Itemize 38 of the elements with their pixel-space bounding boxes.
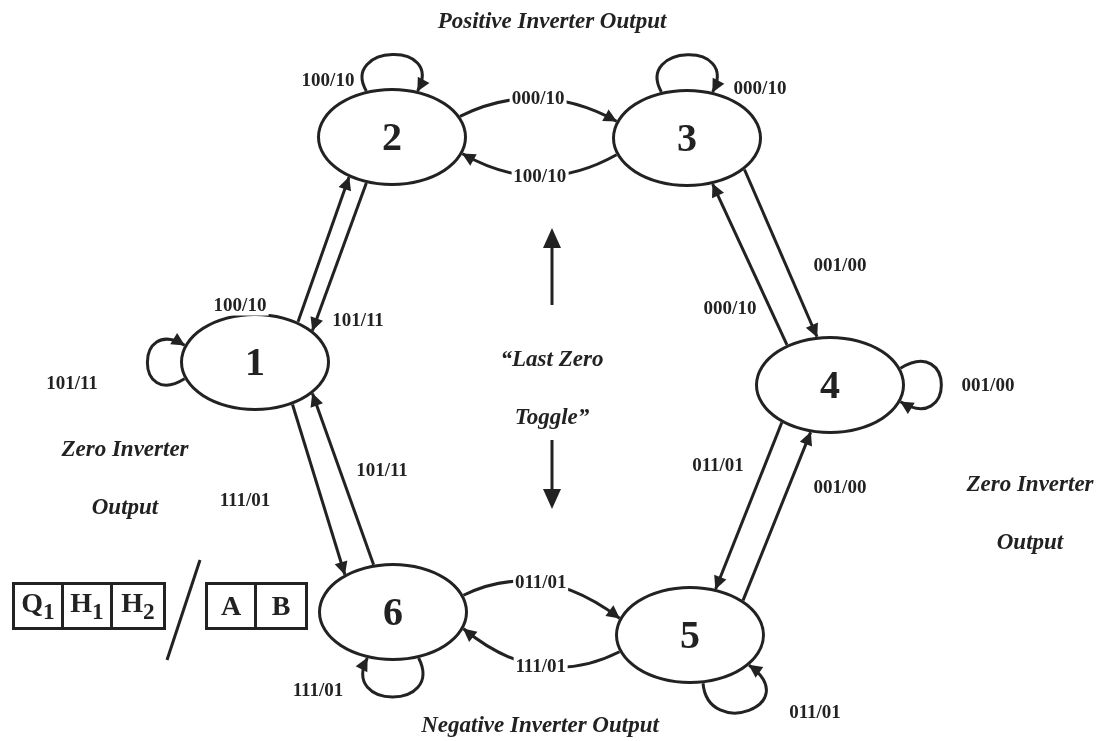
region-note: Positive Inverter Output (436, 7, 668, 35)
state-number: 4 (820, 365, 840, 405)
bit-field-cell (110, 582, 166, 630)
arrow (291, 404, 348, 575)
arrow (310, 182, 368, 331)
bit-name: H$_{2}$ (121, 589, 155, 623)
state-number: 2 (382, 117, 402, 157)
region-note: Negative Inverter Output (420, 711, 661, 739)
bit-field-cell (254, 582, 308, 630)
arrow (296, 176, 352, 323)
state-ellipse (318, 563, 468, 661)
bit-field-cell (12, 582, 64, 630)
bit-field-cell (205, 582, 257, 630)
state-number: 5 (680, 615, 700, 655)
state-ellipse (615, 586, 765, 684)
bit-name: B (271, 592, 291, 620)
state-ellipse (755, 336, 905, 434)
bit-name: Q$_{1}$ (21, 589, 55, 623)
bit-field-cell (61, 582, 113, 630)
arrow (310, 393, 375, 566)
region-note: Zero Inverter Output (965, 470, 1095, 556)
state-number: 6 (383, 592, 403, 632)
bit-name: A (220, 592, 242, 620)
arrow (741, 431, 812, 601)
arrow (360, 53, 429, 92)
state-number: 1 (245, 342, 265, 382)
state-number: 3 (677, 118, 697, 158)
arrow (356, 657, 425, 699)
region-note: Zero Inverter Output (60, 435, 190, 521)
arrow (711, 183, 789, 346)
bit-name: H$_{1}$ (70, 589, 104, 623)
arrow (146, 334, 186, 387)
arrow (743, 168, 819, 338)
arrow (655, 53, 724, 93)
arrow (701, 664, 768, 715)
arrow (714, 422, 784, 590)
region-note: “Last Zero Toggle” (499, 345, 605, 431)
arrow (899, 360, 943, 413)
